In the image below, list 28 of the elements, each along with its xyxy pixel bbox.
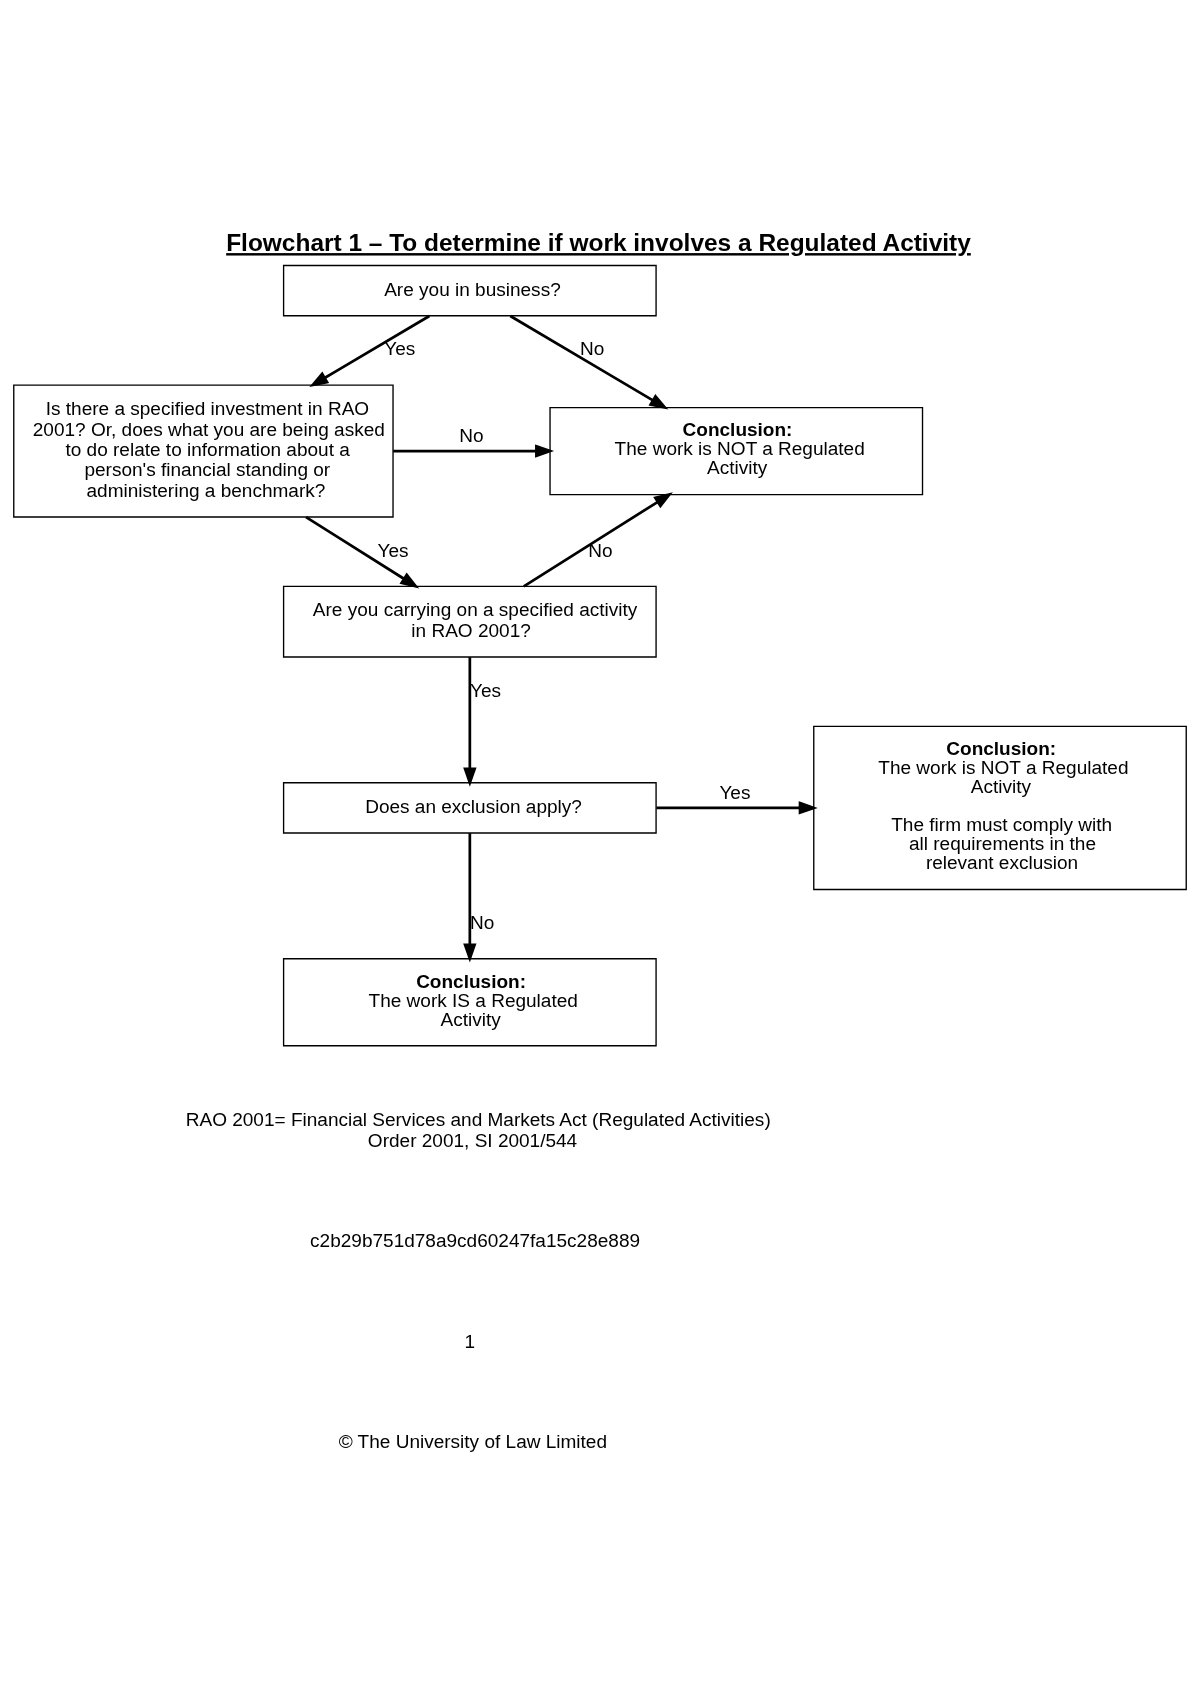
edge-label: No xyxy=(588,539,613,561)
node-box: Does an exclusion apply? xyxy=(282,782,657,834)
node-box: Is there a specified investment in RAO 2001? Or, does what you are being asked to do relate to information about a person's financial standing or administering a benchmark? xyxy=(13,384,394,518)
label: RAO 2001= Financial Services and Markets Act (Regulated Activities) Order 2001, SI 2001/544 xyxy=(185,1109,771,1151)
arrow xyxy=(509,314,669,410)
label: c2b29b751d78a9cd60247fa15c28e889 xyxy=(310,1230,641,1252)
edge-label: No xyxy=(459,424,484,446)
arrow xyxy=(463,833,477,963)
edge-label: No xyxy=(469,912,495,934)
edge-label: Yes xyxy=(719,781,751,803)
arrow xyxy=(309,314,431,387)
node-box: Conclusion: The work IS a Regulated Activity xyxy=(282,958,657,1047)
edge-label: Yes xyxy=(469,679,501,701)
node-box: Are you in business? xyxy=(282,264,657,317)
node-box: Conclusion: The work is NOT a Regulated Activity The firm must comply with all requirements in the relevant exclusion xyxy=(813,725,1187,891)
diagram-title: Flowchart 1 – To determine if work involves a Regulated Activity xyxy=(226,229,971,257)
label: © The University of Law Limited xyxy=(338,1431,608,1453)
node-box: Are you carrying on a specified activity in RAO 2001? xyxy=(282,585,657,658)
label: 1 xyxy=(464,1330,475,1352)
arrow xyxy=(305,515,420,589)
arrow xyxy=(393,444,555,458)
arrow xyxy=(523,492,673,588)
arrow xyxy=(656,801,818,815)
node-box: Conclusion: The work is NOT a Regulated Activity xyxy=(549,406,924,496)
arrow xyxy=(463,657,477,787)
edge-label: Yes xyxy=(384,338,416,360)
edge-label: No xyxy=(580,338,605,360)
edge-label: Yes xyxy=(377,539,409,561)
